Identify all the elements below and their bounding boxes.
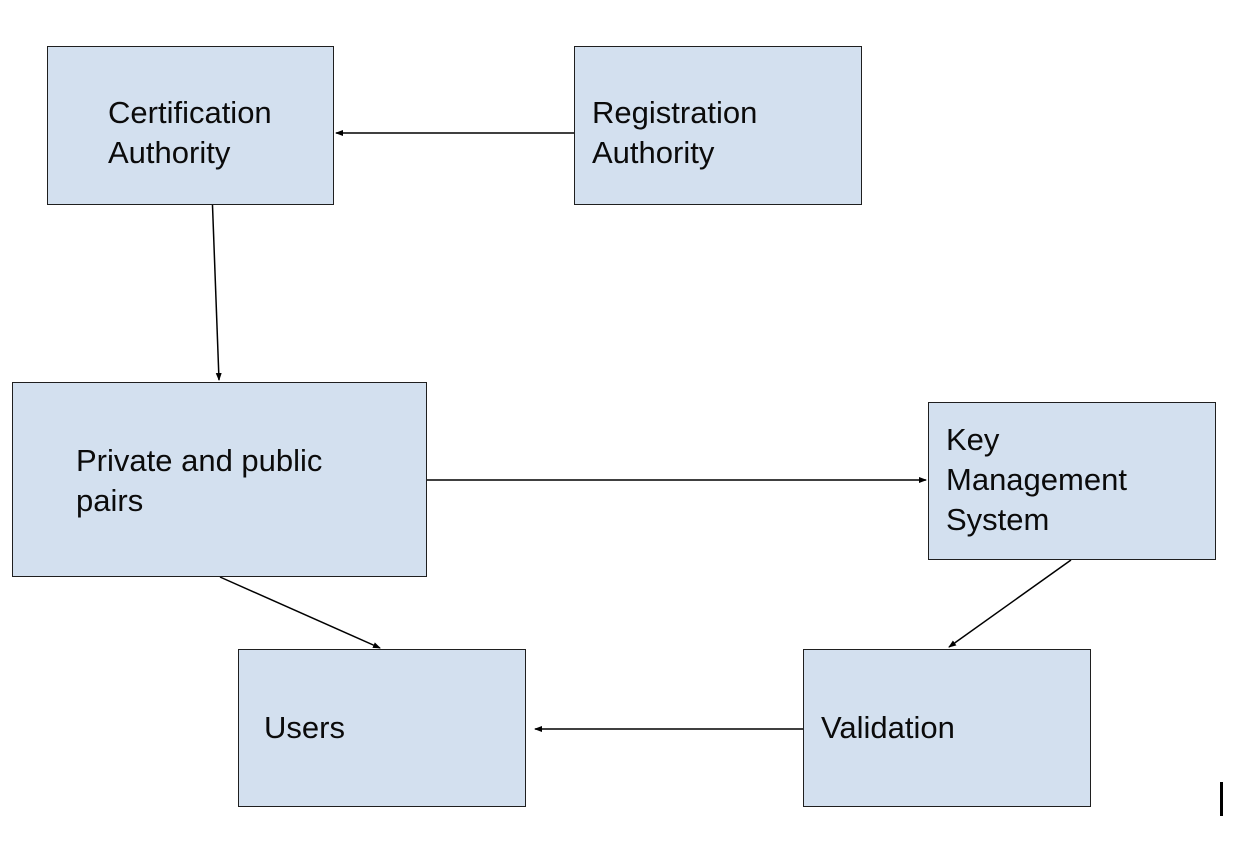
private-public-pairs-label: Private and public pairs: [76, 443, 323, 518]
validation-label: Validation: [821, 710, 955, 745]
edge-certification-to-keypairs: [211, 191, 222, 381]
users-label: Users: [264, 710, 345, 745]
users-box: Users: [238, 649, 526, 807]
edge-kms-to-validation: [948, 559, 1072, 648]
certification-authority-label: Certification Authority: [108, 95, 272, 170]
private-public-pairs-box: Private and public pairs: [12, 382, 427, 577]
key-management-system-box: Key Management System: [928, 402, 1216, 560]
certification-authority-box: Certification Authority: [47, 46, 334, 205]
registration-authority-box: Registration Authority: [574, 46, 862, 205]
edge-keypairs-to-users: [219, 576, 381, 649]
text-cursor-icon: [1220, 782, 1223, 816]
registration-authority-label: Registration Authority: [592, 95, 758, 170]
validation-box: Validation: [803, 649, 1091, 807]
key-management-system-label: Key Management System: [946, 422, 1127, 537]
